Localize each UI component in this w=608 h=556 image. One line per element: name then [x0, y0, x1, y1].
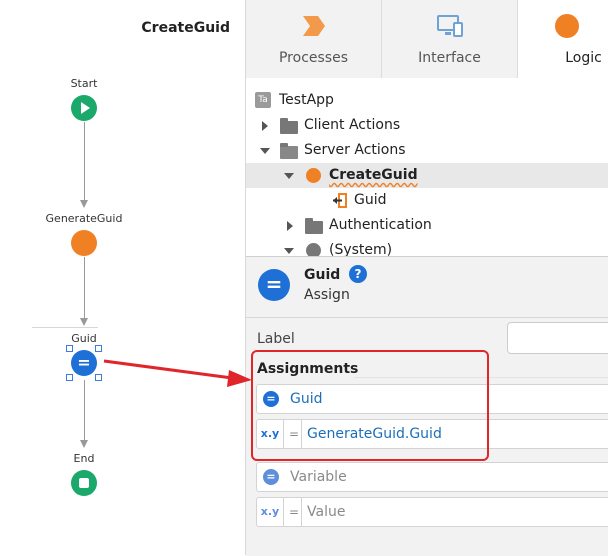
folder-icon	[280, 118, 298, 134]
tab-processes[interactable]: Processes	[246, 0, 382, 78]
assignments-heading: Assignments	[257, 361, 359, 377]
end-node[interactable]	[71, 470, 97, 496]
logic-tree: Ta TestApp Client Actions Server Actions…	[246, 78, 608, 256]
system-module-icon	[306, 243, 321, 256]
circle-logic-icon	[555, 14, 580, 38]
variable-placeholder: Variable	[290, 469, 347, 485]
tree-item-create-guid[interactable]: CreateGuid	[246, 163, 608, 188]
caret-down-icon[interactable]	[284, 173, 294, 179]
highlight-box	[251, 350, 489, 461]
assign-node[interactable]: =	[71, 350, 97, 376]
equals-sign: =	[287, 420, 302, 448]
tree-item-label: TestApp	[279, 92, 334, 108]
connector-arrow	[80, 200, 88, 208]
tab-label: Logic	[565, 50, 602, 66]
app-icon: Ta	[255, 92, 271, 108]
connector-line	[84, 257, 85, 319]
caret-right-icon[interactable]	[287, 221, 293, 231]
equals-icon: =	[263, 391, 279, 407]
start-node[interactable]	[71, 95, 97, 121]
divider	[246, 317, 608, 318]
tree-item-label: CreateGuid	[329, 167, 418, 183]
label-caption: Label	[257, 331, 295, 347]
end-label: End	[73, 452, 95, 465]
output-parameter-icon	[333, 193, 347, 208]
equals-icon: =	[263, 469, 279, 485]
connector-arrow	[80, 318, 88, 326]
assignment-variable: Guid	[290, 391, 323, 407]
tree-item-system[interactable]: (System)	[246, 238, 608, 256]
flow-canvas[interactable]: CreateGuid Start GenerateGuid Guid = End	[0, 0, 245, 555]
connector-arrow	[80, 440, 88, 448]
assignment-value-field[interactable]: x.y = GenerateGuid.Guid	[256, 419, 608, 449]
equals-sign: =	[287, 498, 302, 526]
selection-handle[interactable]	[66, 345, 73, 352]
selection-handle[interactable]	[95, 345, 102, 352]
caret-right-icon[interactable]	[262, 121, 268, 131]
tab-logic[interactable]: Logic	[518, 0, 608, 78]
monitor-icon	[436, 15, 463, 37]
tree-item-label: Server Actions	[304, 142, 406, 158]
new-variable-field[interactable]: = Variable	[256, 462, 608, 492]
start-label: Start	[70, 77, 98, 90]
expression-icon[interactable]: x.y	[257, 498, 284, 526]
selection-handle[interactable]	[66, 374, 73, 381]
tree-item-guid-output[interactable]: Guid	[246, 188, 608, 213]
element-type: Assign	[304, 287, 350, 303]
stop-icon	[79, 478, 89, 488]
selection-handle[interactable]	[95, 374, 102, 381]
chevron-process-icon	[302, 16, 325, 36]
tab-interface[interactable]: Interface	[382, 0, 518, 78]
tab-label: Interface	[418, 50, 481, 66]
tree-item-label: Client Actions	[304, 117, 401, 133]
side-panel: Processes Interface Logic Ta TestApp Cli…	[245, 0, 608, 556]
element-name: Guid	[304, 267, 341, 283]
play-icon	[81, 102, 90, 114]
server-action-icon	[306, 168, 321, 183]
assignment-variable-field[interactable]: = Guid	[256, 384, 608, 414]
assign-icon: =	[258, 269, 290, 301]
divider	[354, 377, 608, 378]
assignment-value: GenerateGuid.Guid	[307, 426, 442, 442]
value-placeholder: Value	[307, 504, 346, 520]
generate-label: GenerateGuid	[45, 212, 123, 225]
tree-item-server-actions[interactable]: Server Actions	[246, 138, 608, 163]
tab-label: Processes	[278, 50, 348, 66]
generate-guid-node[interactable]	[71, 230, 97, 256]
tree-item-client-actions[interactable]: Client Actions	[246, 113, 608, 138]
folder-icon	[305, 218, 323, 234]
connector-line	[84, 380, 85, 440]
tree-item-app[interactable]: Ta TestApp	[246, 88, 608, 113]
tree-item-label: Guid	[354, 192, 387, 208]
expression-icon[interactable]: x.y	[257, 420, 284, 448]
tab-bar: Processes Interface Logic	[246, 0, 608, 78]
tree-item-label: (System)	[329, 242, 393, 256]
label-input[interactable]	[507, 322, 608, 354]
caret-down-icon[interactable]	[260, 148, 270, 154]
assign-label: Guid	[71, 332, 97, 345]
folder-open-icon	[280, 143, 298, 159]
tree-item-authentication[interactable]: Authentication	[246, 213, 608, 238]
help-icon[interactable]: ?	[349, 265, 367, 283]
flow-title: CreateGuid	[141, 20, 230, 36]
tree-item-label: Authentication	[329, 217, 432, 233]
properties-panel: = Guid ? Assign Label Assignments = Guid…	[246, 256, 608, 556]
caret-down-icon[interactable]	[284, 248, 294, 254]
connector-line	[84, 122, 85, 200]
canvas-divider	[32, 327, 98, 328]
new-value-field[interactable]: x.y = Value	[256, 497, 608, 527]
